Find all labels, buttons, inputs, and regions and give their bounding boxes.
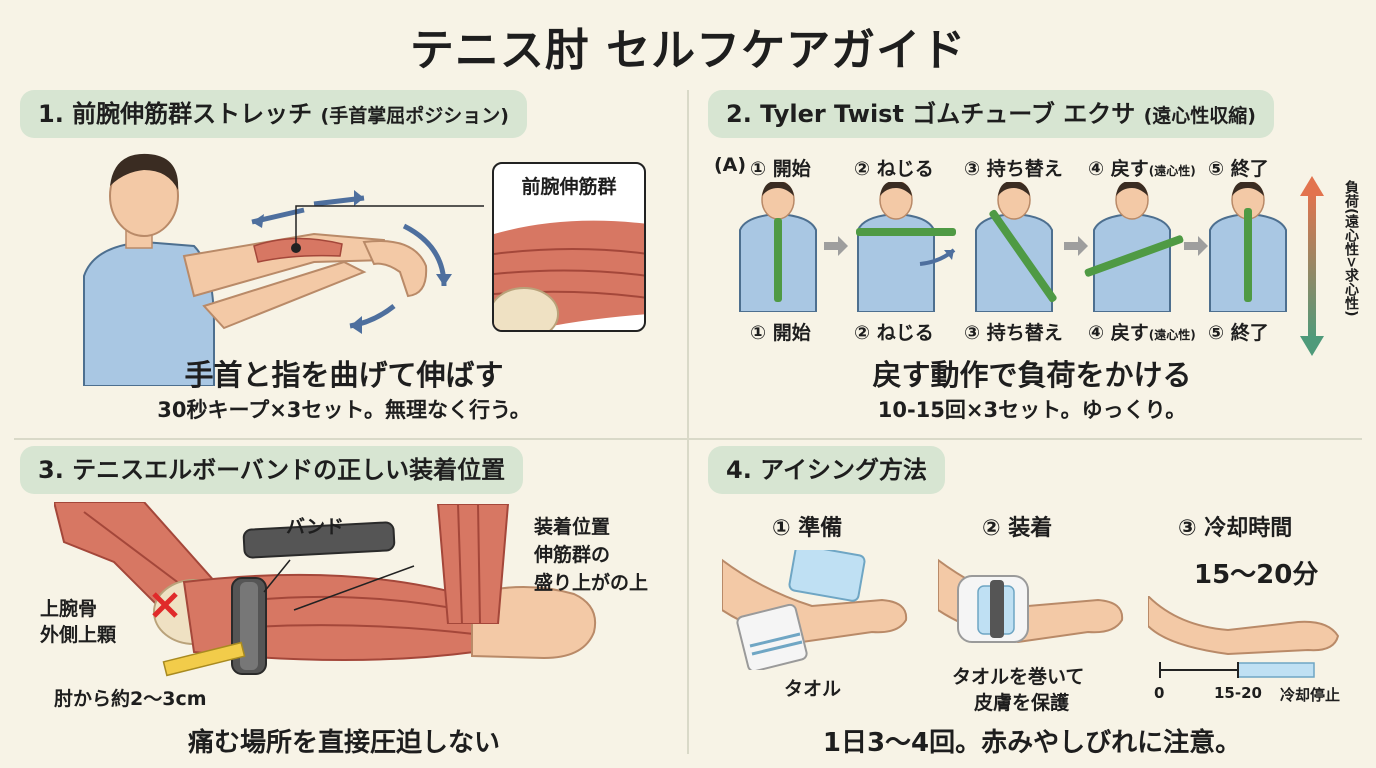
- step-bottom-1: ① 開始: [750, 322, 811, 344]
- panel2-heading: 2. Tyler Twist ゴムチューブ エクサ (遠心性収縮): [708, 90, 1274, 138]
- icing-duration: 15〜20分: [1194, 560, 1319, 590]
- icing-wrap-illustration: [938, 558, 1124, 644]
- panel1-heading-note: (手首掌屈ポジション): [320, 105, 509, 127]
- panel-elbow-band: 3. テニスエルボーバンドの正しい装着位置 バンド 上腕骨 外側上顆 装着位置 …: [14, 446, 674, 760]
- panel4-caption: 1日3〜4回。赤みやしびれに注意。: [822, 728, 1242, 758]
- tyler-twist-sequence: [739, 182, 1287, 312]
- step-bottom-5: ⑤ 終了: [1208, 322, 1269, 344]
- step-top-4-note: (遠心性): [1148, 164, 1196, 178]
- step-top-3: ③ 持ち替え: [964, 158, 1063, 180]
- position-label-3: 盛り上がの上: [534, 572, 649, 594]
- panel2-heading-note: (遠心性収縮): [1143, 105, 1256, 127]
- step-bottom-2: ② ねじる: [854, 322, 934, 344]
- panel-tyler-twist: 2. Tyler Twist ゴムチューブ エクサ (遠心性収縮) (A) ① …: [702, 90, 1362, 430]
- towel-label: タオル: [784, 678, 842, 700]
- bone-label-1: 上腕骨: [40, 598, 98, 620]
- scale-label-0: 0: [1154, 684, 1165, 702]
- step-top-1: ① 開始: [750, 158, 811, 180]
- position-label-1: 装着位置: [534, 516, 611, 538]
- muscle-closeup: [494, 220, 644, 330]
- panel3-heading-text: 3. テニスエルボーバンドの正しい装着位置: [38, 456, 506, 484]
- panel2-caption: 戻す動作で負荷をかける: [872, 358, 1192, 392]
- horizontal-divider: [14, 438, 1362, 440]
- elbow-band-illustration: [54, 502, 596, 677]
- band-position-closeup: [436, 504, 510, 624]
- figure-1: [739, 182, 817, 312]
- load-label: 負荷(遠心性>求心性): [1343, 180, 1359, 317]
- panel3-heading: 3. テニスエルボーバンドの正しい装着位置: [20, 446, 524, 494]
- muscle-callout-label: 前腕伸筋群: [521, 176, 617, 198]
- panel4-heading: 4. アイシング方法: [708, 446, 945, 494]
- step-bottom-4-label: ④ 戻す: [1088, 322, 1149, 344]
- load-arrow: [1300, 176, 1324, 356]
- panel-icing: 4. アイシング方法 ① 準備 ② 装着 ③ 冷却時間 タオル タオルを巻いて …: [702, 446, 1362, 760]
- figure-2: [856, 182, 956, 312]
- figure-4: [1084, 182, 1184, 312]
- step-bottom-4-note: (遠心性): [1148, 328, 1196, 342]
- step-bottom-3: ③ 持ち替え: [964, 322, 1063, 344]
- panel-forearm-stretch: 1. 前腕伸筋群ストレッチ (手首掌屈ポジション) 前腕伸筋群: [14, 90, 674, 430]
- panel4-heading-text: 4. アイシング方法: [726, 456, 927, 484]
- distance-label: 肘から約2〜3cm: [54, 688, 207, 710]
- icing-step-2: ② 装着: [982, 516, 1053, 541]
- step-top-5: ⑤ 終了: [1208, 158, 1269, 180]
- panel1-heading-text: 1. 前腕伸筋群ストレッチ: [38, 100, 313, 128]
- step-bottom-4: ④ 戻す(遠心性): [1088, 318, 1196, 345]
- panel1-subcaption: 30秒キープ×3セット。無理なく行う。: [157, 398, 531, 422]
- wrap-label-1: タオルを巻いて: [952, 666, 1085, 688]
- wrap-label-2: 皮膚を保護: [974, 692, 1070, 714]
- bone-label-2: 外側上顆: [40, 624, 117, 646]
- icing-step-3: ③ 冷却時間: [1178, 516, 1293, 541]
- stretch-illustration: [83, 153, 484, 386]
- figure-5: [1209, 182, 1287, 312]
- icing-step-1: ① 準備: [772, 516, 843, 541]
- page-title: テニス肘 セルフケアガイド: [409, 25, 967, 76]
- panel2-heading-text: 2. Tyler Twist ゴムチューブ エクサ: [726, 100, 1136, 128]
- figure-3: [975, 182, 1057, 312]
- cooling-timeline: [1159, 662, 1315, 678]
- step-top-2: ② ねじる: [854, 158, 934, 180]
- scale-label-1: 15-20: [1214, 684, 1262, 702]
- panel1-heading: 1. 前腕伸筋群ストレッチ (手首掌屈ポジション): [20, 90, 527, 138]
- panel1-caption: 手首と指を曲げて伸ばす: [184, 358, 504, 392]
- band-label: バンド: [286, 516, 344, 538]
- step-top-4: ④ 戻す(遠心性): [1088, 154, 1196, 181]
- scale-label-2: 冷却停止: [1280, 686, 1341, 704]
- steps-prefix: (A): [714, 154, 747, 176]
- position-label-2: 伸筋群の: [534, 544, 611, 566]
- panel3-caption: 痛む場所を直接圧迫しない: [187, 728, 500, 758]
- step-top-4-label: ④ 戻す: [1088, 158, 1149, 180]
- panel2-subcaption: 10-15回×3セット。ゆっくり。: [877, 398, 1187, 422]
- vertical-divider: [687, 90, 689, 754]
- muscle-callout-box: 前腕伸筋群: [492, 162, 646, 332]
- icing-arm-illustration: [1148, 596, 1340, 656]
- icing-prep-illustration: [722, 550, 908, 670]
